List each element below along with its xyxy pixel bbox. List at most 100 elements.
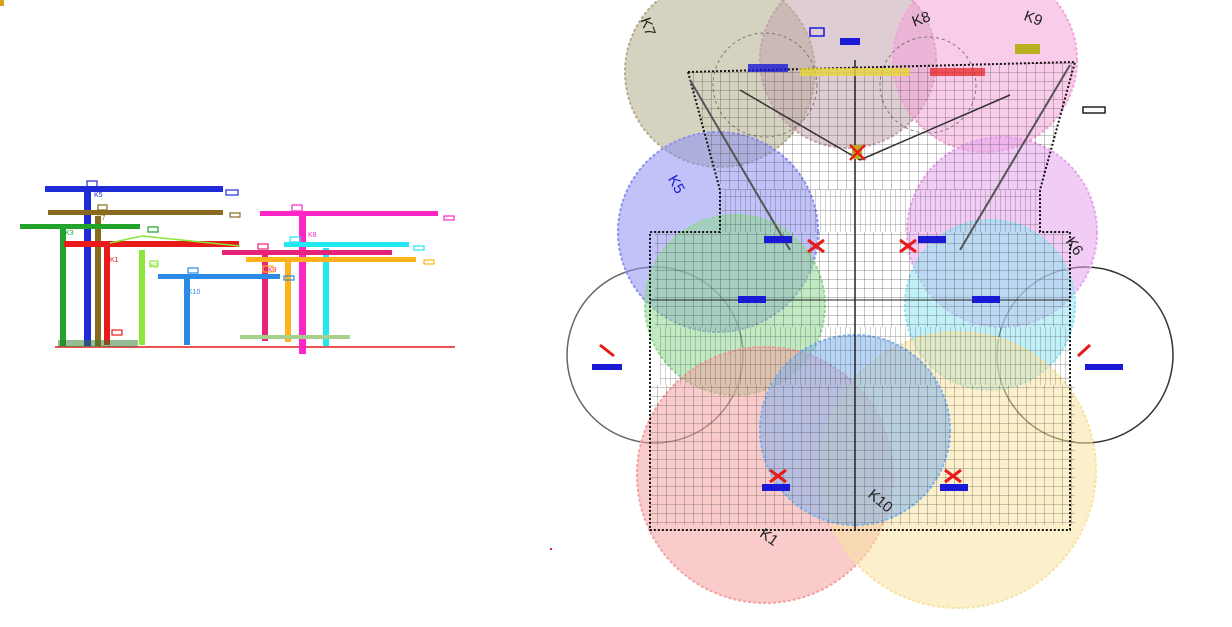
marker-north-1 bbox=[748, 64, 788, 72]
building-footprint bbox=[649, 60, 1077, 531]
radius-label-K5: K5 bbox=[664, 172, 688, 196]
crane-K10-label: K10 bbox=[188, 289, 201, 296]
equip-block-3 bbox=[738, 296, 766, 303]
crane-K4-jib bbox=[284, 242, 409, 247]
crane-K2: K2 bbox=[109, 235, 241, 345]
structure-diagonal-2 bbox=[959, 64, 1071, 251]
crane-marker-K5 bbox=[807, 238, 825, 254]
marker-north-3 bbox=[930, 68, 985, 76]
equip-block-4 bbox=[972, 296, 1000, 303]
crane-K8-cab bbox=[291, 204, 303, 212]
crane-marker-K6 bbox=[899, 238, 917, 254]
crane-K2-jib bbox=[109, 235, 241, 247]
crane-K7-label: K7 bbox=[97, 215, 106, 222]
crane-K8-jib bbox=[260, 211, 438, 216]
crane-K1-label: K1 bbox=[110, 257, 119, 264]
crane-K9: K9 bbox=[222, 243, 392, 341]
crane-K3-label: K3 bbox=[65, 230, 74, 237]
crane-K10-cab bbox=[187, 267, 199, 274]
crane-K2-label: K2 bbox=[150, 263, 159, 270]
structure-diagonal-1 bbox=[689, 79, 791, 251]
crane-K7-tower bbox=[95, 216, 101, 346]
crane-K6 bbox=[246, 257, 435, 342]
crane-K1: K1 bbox=[64, 241, 239, 345]
corner-mark bbox=[0, 0, 4, 6]
crane-K10: K10 bbox=[158, 267, 295, 345]
crane-K6-cab bbox=[262, 265, 274, 273]
equip-block-1 bbox=[764, 236, 792, 243]
crane-K7-jib bbox=[48, 210, 223, 215]
building-south-block bbox=[650, 385, 1075, 525]
crane-K9-tower bbox=[262, 255, 268, 341]
equip-block-east bbox=[1085, 364, 1123, 370]
crane-K8-tower bbox=[299, 216, 306, 354]
crane-K1-jib bbox=[64, 241, 239, 247]
equip-block-6 bbox=[940, 484, 968, 491]
crane-K5-cab bbox=[86, 180, 98, 188]
crane-K4 bbox=[284, 236, 425, 346]
crane-K4-counterweight bbox=[413, 245, 425, 251]
crane-K7: K7 bbox=[48, 204, 241, 346]
crane-K10-tower bbox=[184, 278, 190, 345]
crane-bases-right bbox=[240, 335, 350, 339]
crane-K5: K5 bbox=[45, 180, 239, 346]
marker-north-6 bbox=[809, 27, 825, 37]
crane-K3-jib bbox=[20, 224, 140, 229]
structure-diagonal-4 bbox=[859, 94, 1011, 161]
crane-marker-west bbox=[599, 343, 615, 358]
radius-label-K8: K8 bbox=[910, 8, 933, 30]
crane-K1-cab bbox=[111, 329, 123, 336]
crane-K5-tower bbox=[84, 190, 91, 346]
crane-K6-tower bbox=[285, 262, 291, 342]
crane-marker-K1 bbox=[769, 468, 787, 484]
building-connector-north bbox=[720, 190, 1040, 232]
crane-K9-label: K9 bbox=[268, 267, 277, 274]
crane-K5-counterweight bbox=[225, 189, 239, 196]
marker-north-2 bbox=[800, 68, 910, 76]
crane-K9-jib bbox=[222, 250, 392, 255]
crane-K6-counterweight bbox=[423, 259, 435, 265]
crane-marker-K2 bbox=[944, 468, 962, 484]
building-connector-south bbox=[660, 327, 1070, 385]
crane-K10-counterweight bbox=[283, 275, 295, 281]
crane-K9-cab bbox=[257, 243, 269, 250]
marker-east-box bbox=[1082, 106, 1106, 114]
crane-K5-label: K5 bbox=[94, 192, 103, 199]
crane-K4-cab bbox=[289, 236, 301, 243]
crane-K3-tower bbox=[60, 228, 66, 346]
crane-K3-counterweight bbox=[147, 226, 159, 233]
equip-block-5 bbox=[762, 484, 790, 491]
marker-north bbox=[748, 27, 1040, 76]
building-north-wing bbox=[688, 62, 1075, 190]
crane-K2-cab bbox=[149, 260, 159, 267]
crane-K3: K3 bbox=[20, 224, 159, 346]
crane-plan-view: K7 K8 K9 K5 K6 K10 K1 bbox=[550, 0, 1174, 609]
crane-bases-left bbox=[58, 340, 138, 347]
building-outline bbox=[649, 60, 1077, 531]
crane-K8: K8 bbox=[260, 204, 455, 354]
crane-K6-jib bbox=[246, 257, 416, 262]
equip-block-west bbox=[592, 364, 622, 370]
crane-K1-tower bbox=[104, 245, 110, 345]
crane-K4-tower bbox=[323, 248, 329, 346]
radius-label-K9: K9 bbox=[1022, 7, 1045, 29]
crane-K8-label: K8 bbox=[308, 232, 317, 239]
stray-mark bbox=[550, 548, 552, 550]
structure-diagonal-3 bbox=[739, 89, 861, 161]
crane-K5-jib bbox=[45, 186, 223, 192]
crane-K7-cab bbox=[97, 204, 108, 211]
building-middle-block bbox=[655, 232, 1070, 327]
crane-K10-jib bbox=[158, 274, 280, 279]
crane-elevation-view: K5 K7 K3 K1 K2 bbox=[20, 180, 455, 354]
crane-markers bbox=[592, 27, 1123, 491]
crane-marker-central bbox=[849, 144, 866, 161]
crane-marker-east bbox=[1076, 343, 1092, 358]
crane-K7-counterweight bbox=[229, 212, 241, 218]
crane-K8-counterweight bbox=[443, 215, 455, 221]
marker-north-4 bbox=[1015, 44, 1040, 54]
radius-label-K7: K7 bbox=[636, 15, 658, 38]
equip-block-2 bbox=[918, 236, 946, 243]
marker-north-5 bbox=[840, 38, 860, 45]
crane-K2-tower bbox=[139, 250, 145, 345]
